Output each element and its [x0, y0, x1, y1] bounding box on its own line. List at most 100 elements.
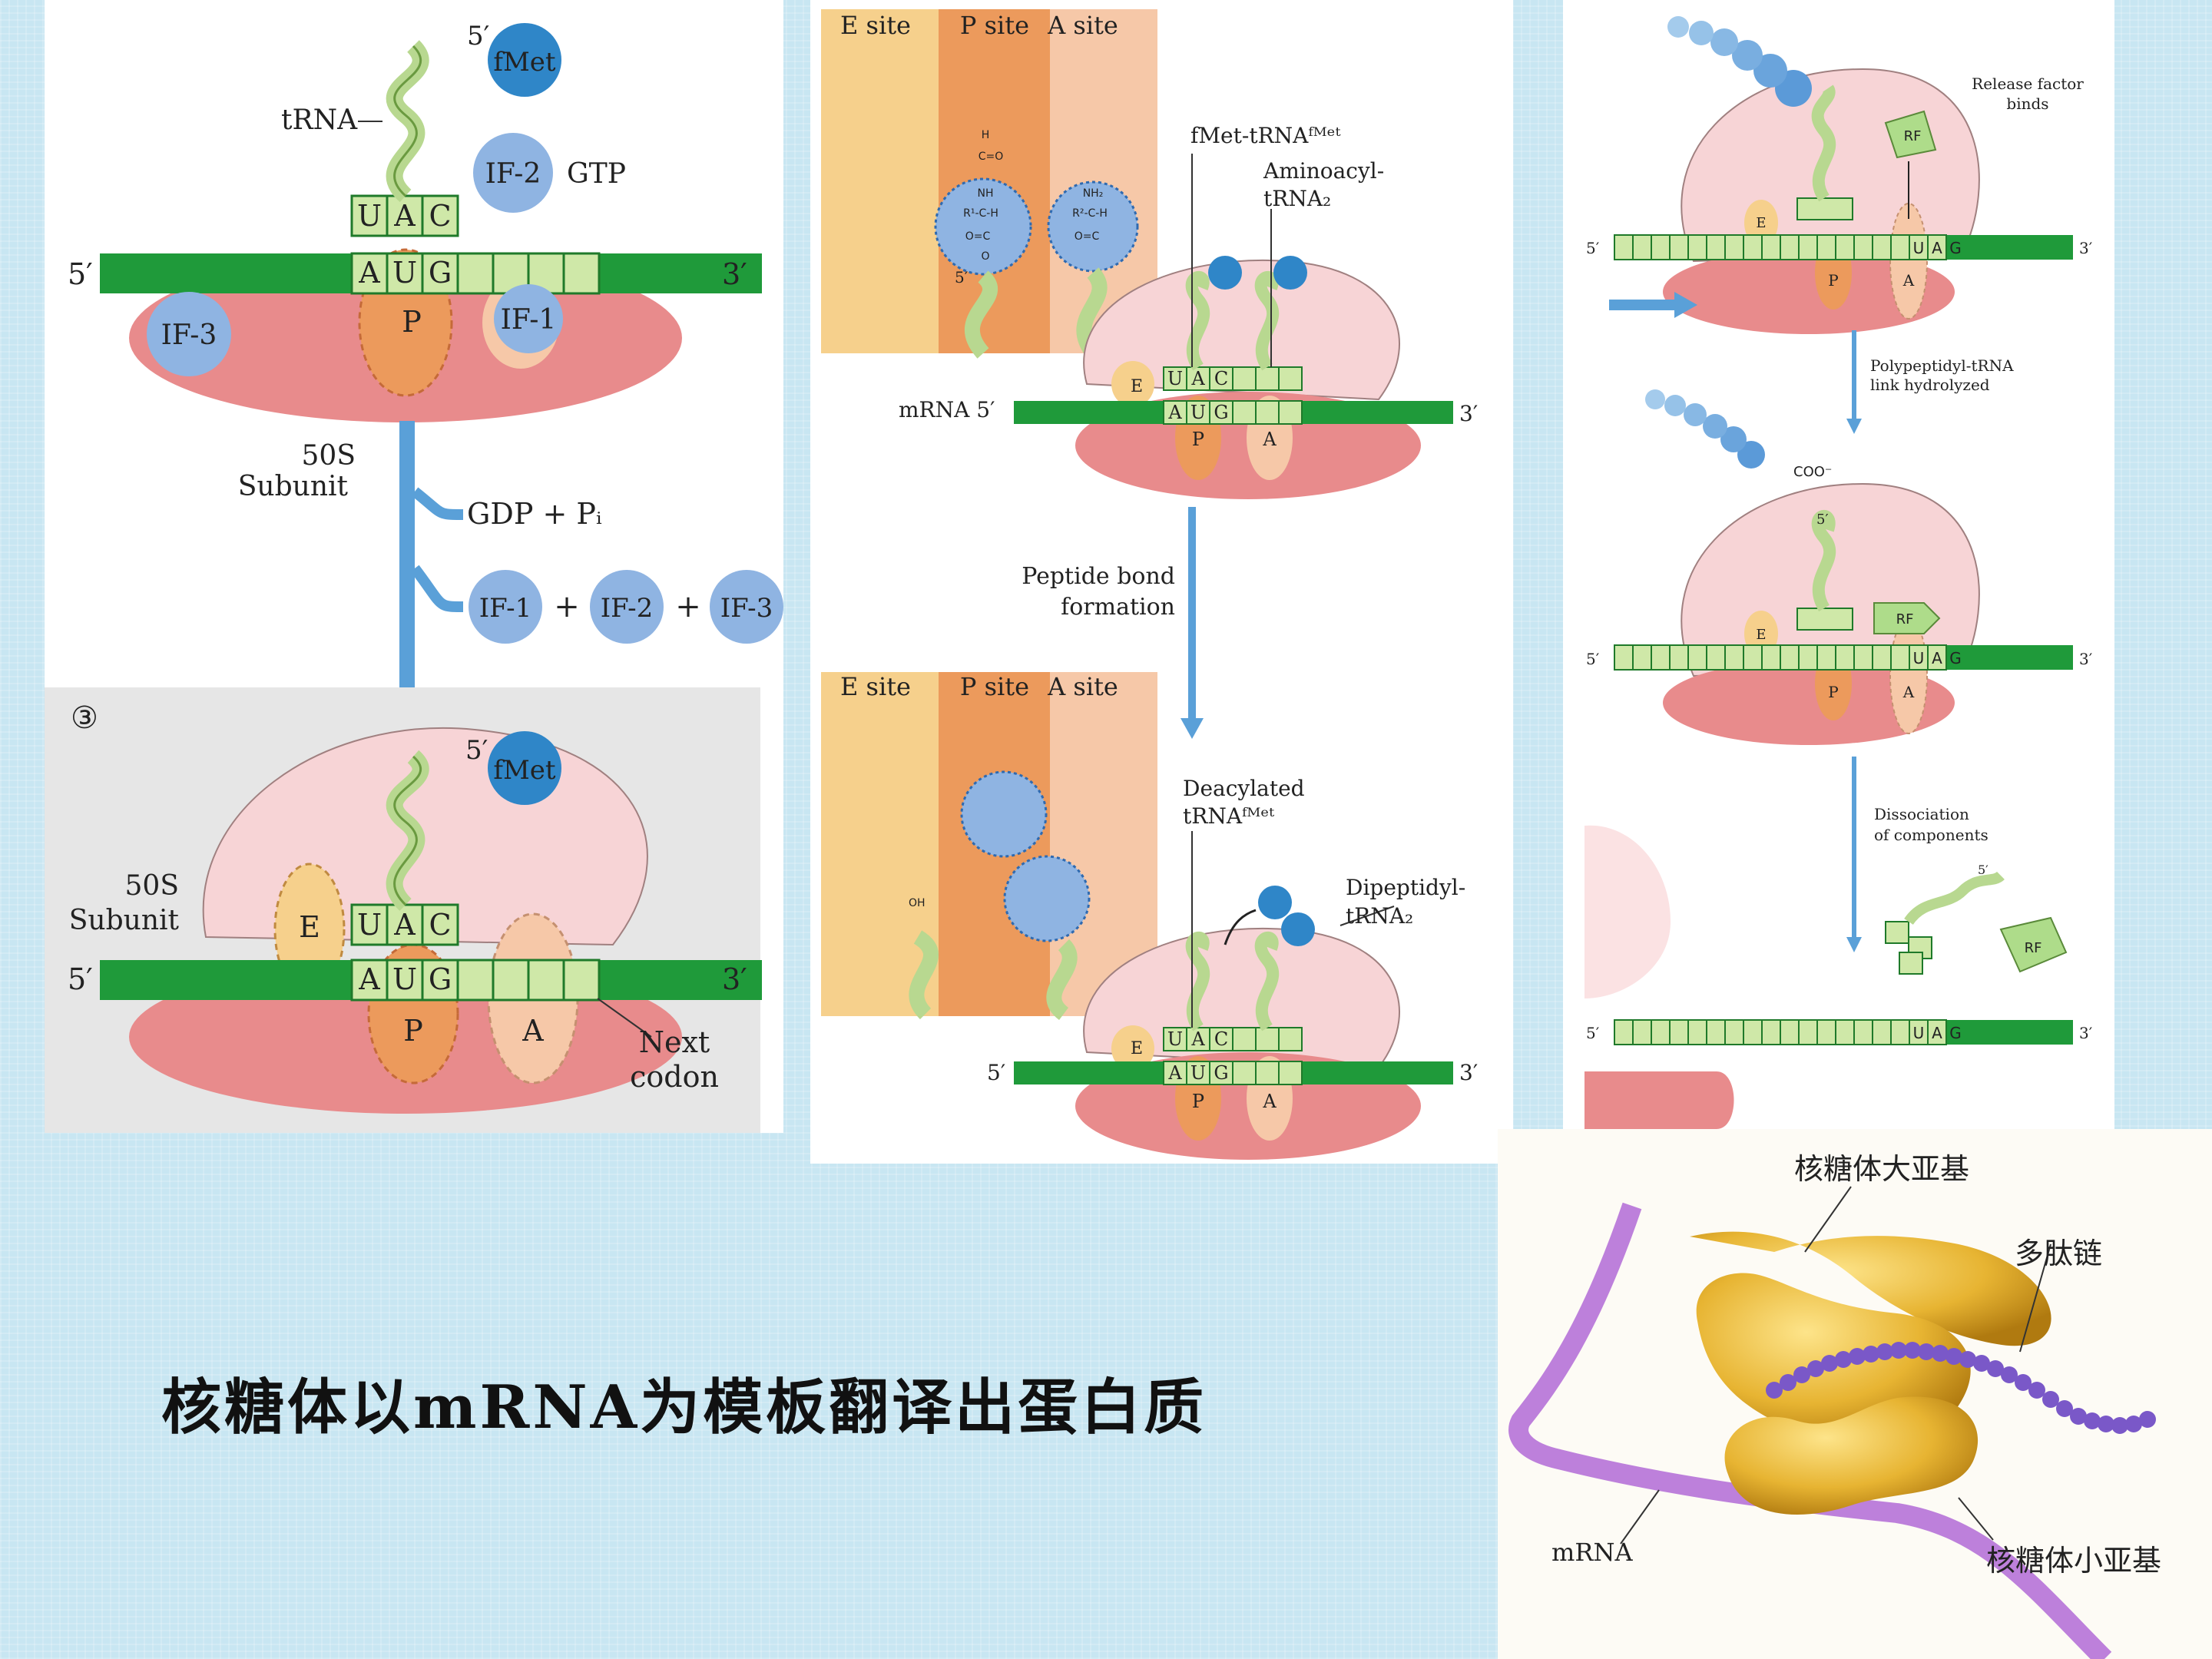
subunit-50s-label: 50S: [302, 440, 356, 472]
if3-released-label: IF-3: [720, 593, 773, 624]
anticodon-letter: U: [1167, 368, 1183, 389]
stop-codon-letter: G: [1949, 649, 1962, 667]
codon-row: [350, 252, 601, 295]
mrna-label: mRNA 5′: [899, 397, 995, 422]
a-site-header: A site: [1047, 672, 1118, 701]
chem-label: NH₂: [1083, 187, 1104, 200]
fmet-label: fMet: [493, 755, 556, 786]
polypeptide-leader: [2019, 1243, 2051, 1353]
if3-ball: [147, 292, 231, 376]
deacylated-label: Deacylated: [1183, 776, 1305, 801]
anticodon-block: [1796, 197, 1853, 220]
trna-coil: [1254, 931, 1280, 1031]
codon-letter: A: [358, 962, 380, 996]
free-trna: [1885, 871, 2005, 975]
plus-sign: +: [675, 589, 701, 624]
chem-label: O=C: [1075, 230, 1100, 243]
fmet-trna-label: fMet-tRNAᶠᴹᵉᵗ: [1190, 123, 1340, 148]
codon-letter: G: [429, 256, 452, 290]
p-site-label: P: [1828, 271, 1838, 290]
mrna-five-prime: 5′: [1586, 1024, 1600, 1042]
trna-coil: [1076, 267, 1108, 359]
chem-label: R¹-C-H: [963, 207, 998, 220]
large-subunit-body: [1690, 1231, 2051, 1346]
trna-five-prime: 5′: [1978, 863, 1988, 877]
p-site-label: P: [1192, 429, 1204, 450]
a-site-shape: [1889, 203, 1928, 320]
mrna-five-prime: 5′: [68, 257, 93, 291]
if1-ball: [494, 284, 563, 353]
stop-codon-letter: U: [1913, 1024, 1925, 1042]
branch-arrow: [410, 565, 464, 612]
anticodon-letter: A: [1190, 1028, 1205, 1050]
release-factor-shape: [1884, 110, 1937, 159]
rf-label: RF: [2025, 940, 2042, 956]
hydrolyzed-label: link hydrolyzed: [1870, 376, 1990, 394]
trna-five-prime: 5′: [1816, 512, 1829, 528]
codon-letter: U: [392, 962, 417, 996]
p-site-label: P: [403, 1014, 423, 1048]
codon-word-label: codon: [630, 1060, 719, 1094]
anticodon-row: [1163, 366, 1303, 391]
codon-letter: U: [1190, 402, 1206, 423]
formation-label: formation: [1061, 594, 1175, 621]
mrna-three-prime: 3′: [1459, 401, 1478, 426]
mrna-three-prime: 3′: [722, 257, 747, 291]
anticodon-letter: A: [1190, 368, 1205, 389]
rf-label: RF: [1904, 128, 1922, 144]
elongation-diagram: E site P site A site H C=O NH R¹-C-H O=C…: [821, 9, 1478, 1160]
codon-row: [1614, 644, 1947, 671]
mrna-five-prime: 5′: [987, 1060, 1005, 1085]
mrna-ribbon: [1508, 1202, 2112, 1659]
if3-ball-released: [710, 570, 783, 644]
gtp-label: GTP: [567, 158, 626, 190]
termination-panel: U A G RF Release factor binds E P A 5′ 3…: [1563, 0, 2114, 1129]
e-site-column: [821, 9, 939, 353]
amino-acid-ball: [1273, 256, 1307, 290]
mrna-three-prime: 3′: [1459, 1060, 1478, 1085]
stop-codon-letter: A: [1932, 649, 1942, 667]
trna2-label: tRNA₂: [1346, 903, 1413, 929]
codon-letter: A: [358, 256, 380, 290]
codon-row: [1614, 1019, 1947, 1045]
e-site-label: E: [1756, 215, 1766, 231]
e-site-label: E: [299, 910, 320, 944]
initiation-diagram: A U G U A C fMet 5′ tRNA IF-2 GTP IF-3 I…: [45, 21, 783, 1133]
mrna-three-prime: 3′: [2079, 650, 2093, 668]
anticodon-letter: C: [1214, 368, 1228, 389]
e-site-label: E: [1756, 627, 1766, 643]
codon-letter: G: [429, 962, 452, 996]
ribosome-3d-illustration: 核糖体大亚基 多肽链 mRNA 核糖体小亚基: [1508, 1152, 2161, 1659]
anticodon-letter: C: [1214, 1028, 1228, 1050]
anticodon-letter: U: [1167, 1028, 1183, 1050]
codon-row: [1163, 400, 1303, 425]
codon-letter: G: [1214, 402, 1228, 423]
trna-label: tRNA: [281, 104, 358, 136]
step-number: ③: [71, 700, 98, 736]
polypeptide-beads: [1766, 1342, 2156, 1434]
peptide-bond-label: Peptide bond: [1022, 563, 1175, 590]
fmet-ball: [488, 731, 561, 805]
e-site-column: [821, 672, 939, 1016]
branch-arrow: [411, 487, 464, 520]
if1-label: IF-1: [501, 304, 557, 336]
p-site-header: P site: [960, 11, 1029, 40]
dissociation-label: Dissociation: [1874, 805, 1969, 823]
chem-label: O: [981, 250, 989, 263]
chem-label: R²-C-H: [1072, 207, 1108, 220]
amino-acid-ball: [1281, 912, 1315, 946]
anticodon-letter: C: [429, 908, 451, 942]
small-subunit-leader: [1958, 1497, 1994, 1541]
anticodon-row: [1163, 1027, 1303, 1051]
trna-coil: [1185, 931, 1210, 1031]
anticodon-row: [350, 194, 459, 237]
stop-codon-letter: U: [1913, 239, 1925, 257]
a-site-shape: [1889, 618, 1928, 734]
codon-letter: G: [1214, 1062, 1228, 1084]
chem-label: C=O: [979, 151, 1004, 163]
mrna-five-prime: 5′: [68, 962, 93, 996]
amino-acid-ball: [1208, 256, 1242, 290]
chem-label: NH: [978, 187, 994, 200]
trna-coil: [1046, 939, 1078, 1020]
mrna-label: mRNA: [1551, 1538, 1633, 1567]
